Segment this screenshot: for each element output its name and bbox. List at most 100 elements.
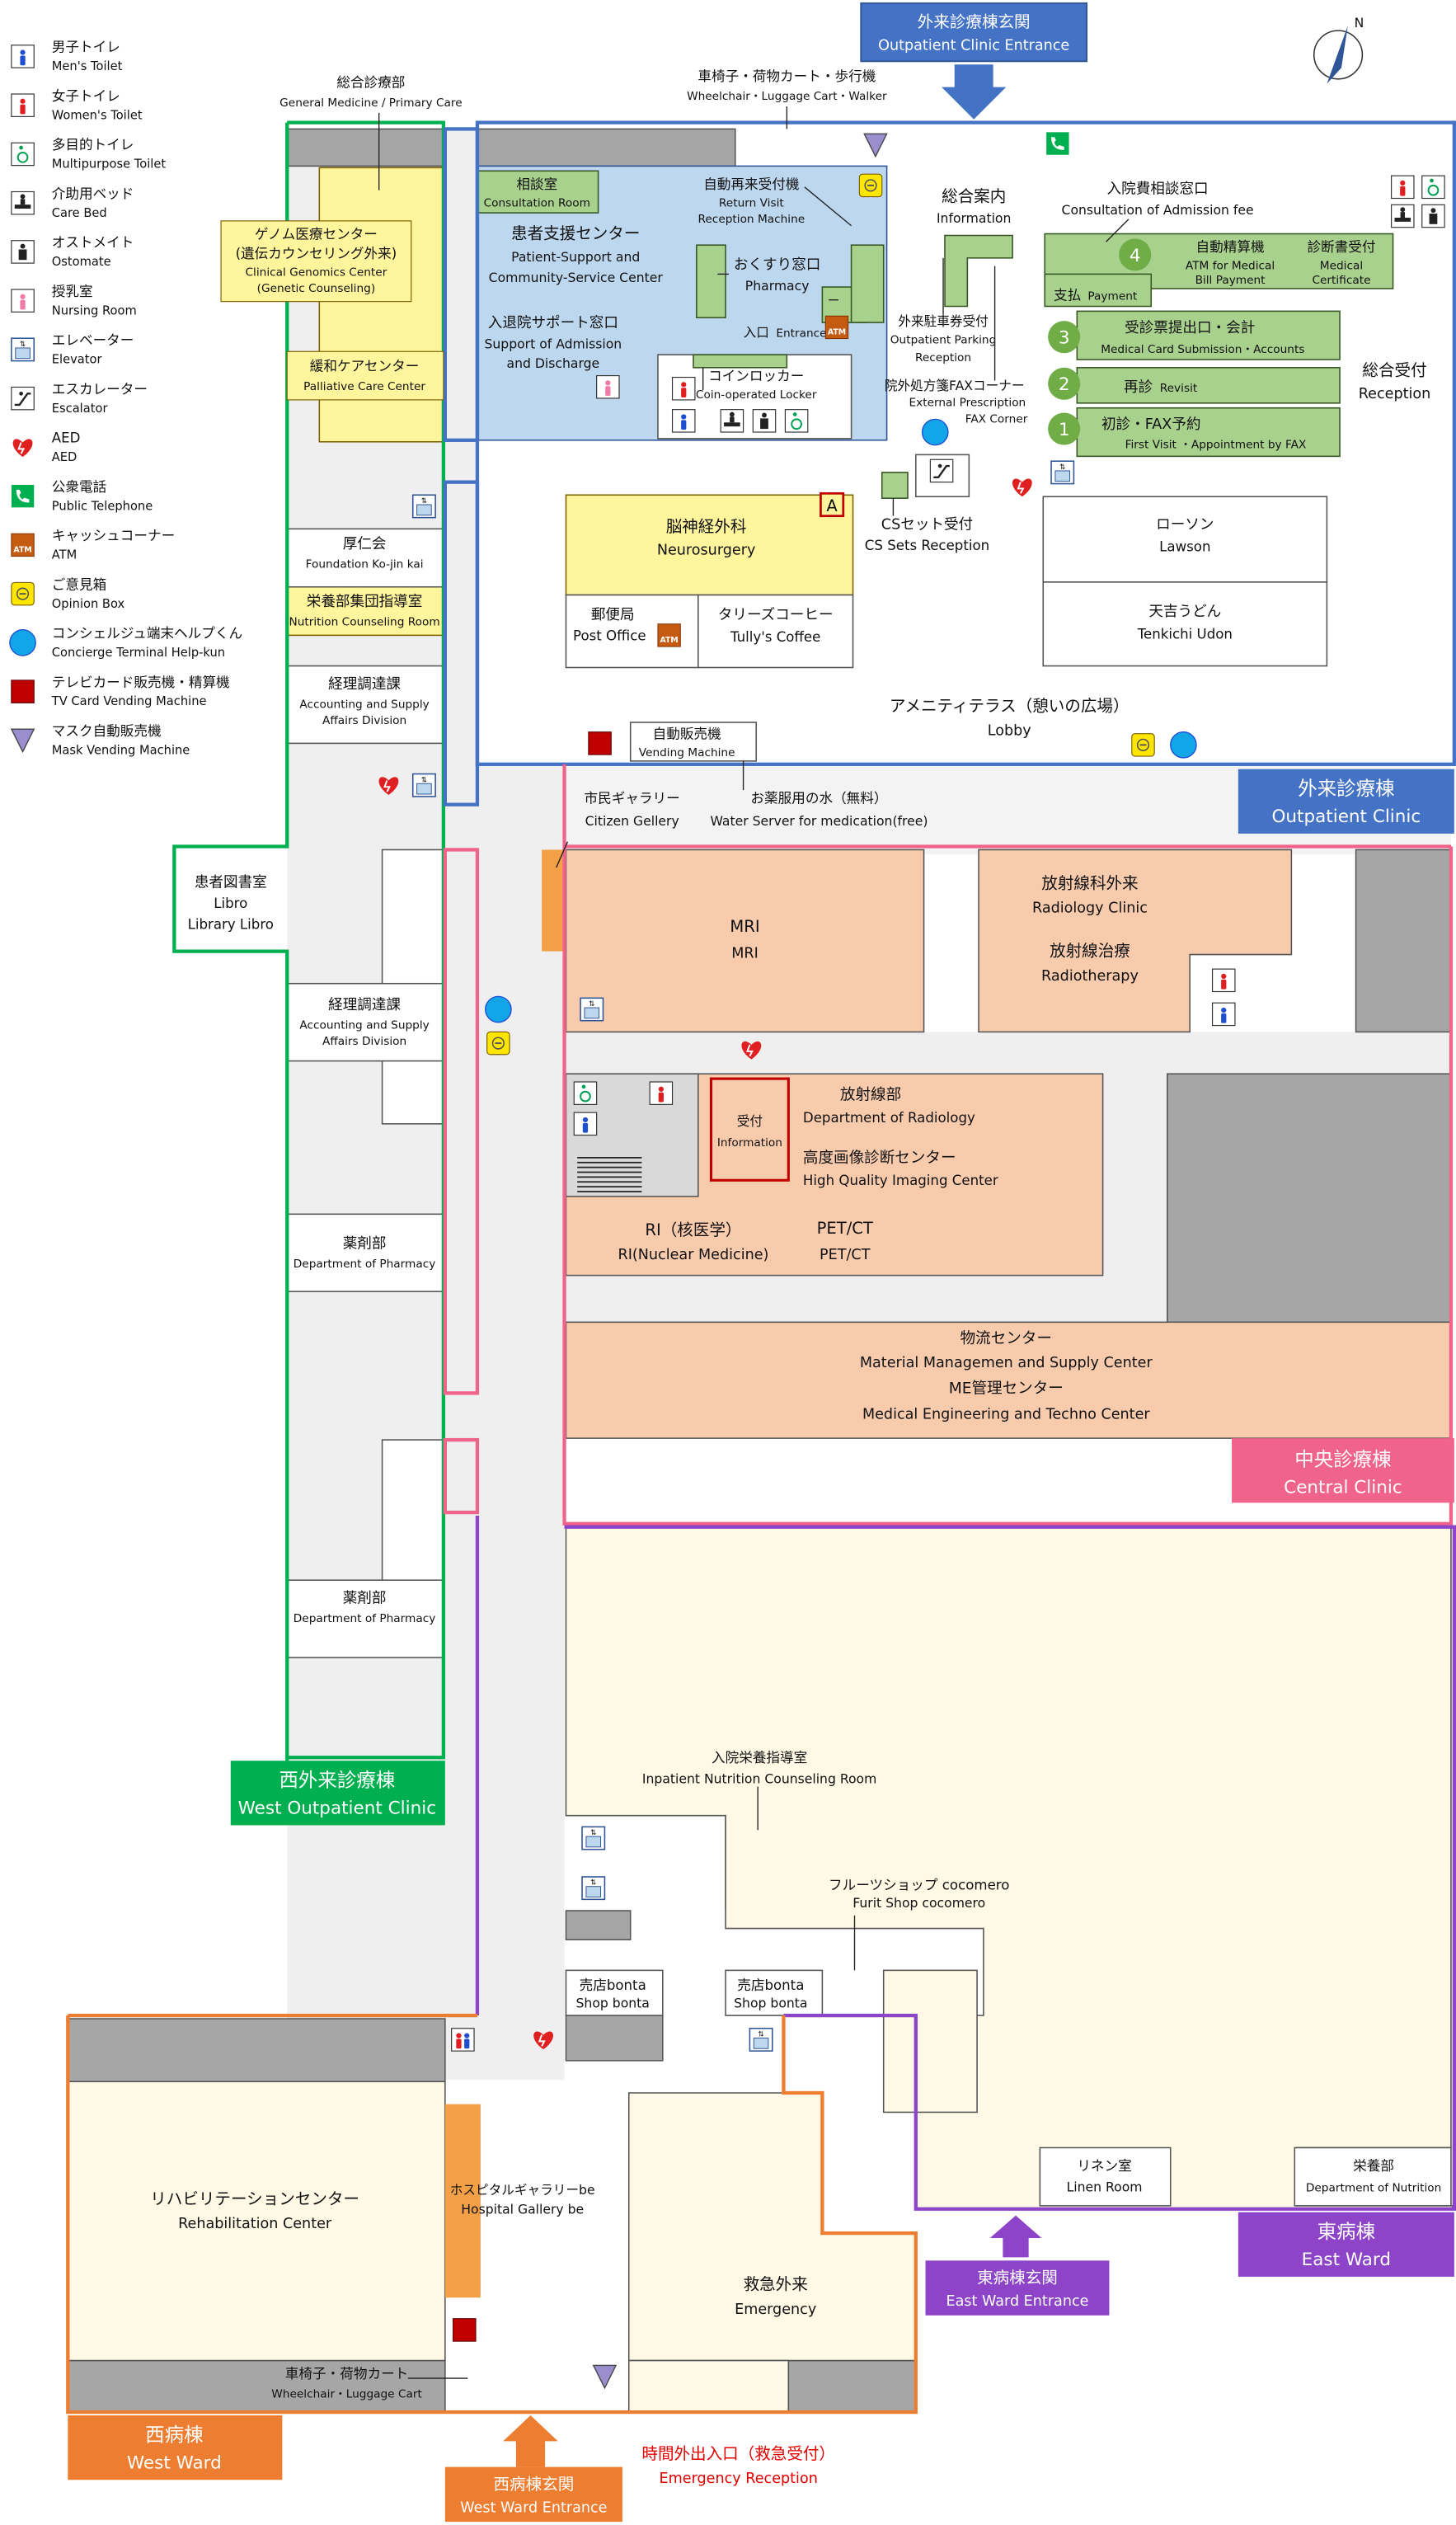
- svg-text:Department of Nutrition: Department of Nutrition: [1306, 2181, 1441, 2194]
- svg-text:Reception: Reception: [915, 351, 971, 364]
- telephone-icon: [1046, 132, 1069, 155]
- svg-text:Information: Information: [937, 210, 1011, 226]
- outpatient-clinic-label-en: Outpatient Clinic: [1272, 806, 1421, 827]
- svg-text:放射線科外来: 放射線科外来: [1041, 873, 1138, 892]
- svg-text:市民ギャラリー: 市民ギャラリー: [585, 791, 680, 806]
- elevator-icon: ⇅: [1050, 460, 1075, 485]
- legend-label-jp: AED: [52, 430, 81, 446]
- svg-text:RI（核医学）: RI（核医学）: [645, 1220, 741, 1239]
- legend-label-en: ATM: [52, 548, 77, 562]
- svg-text:First Visit ・Appointment by FA: First Visit ・Appointment by FAX: [1125, 439, 1307, 452]
- svg-text:Neurosurgery: Neurosurgery: [657, 543, 756, 559]
- svg-text:External Prescription: External Prescription: [909, 397, 1026, 410]
- counter-numbers: 4 3 2 1: [1059, 246, 1141, 440]
- east-ward-entrance-arrow-icon: [989, 2215, 1042, 2258]
- svg-text:ローソン: ローソン: [1156, 516, 1214, 533]
- west-ward-entrance-arrow-icon: [503, 2415, 558, 2467]
- svg-text:ゲノム医療センター: ゲノム医療センター: [255, 226, 378, 242]
- compass-needle-icon: [1327, 26, 1348, 84]
- svg-text:フルーツショップ cocomero: フルーツショップ cocomero: [829, 1878, 1009, 1893]
- svg-text:緩和ケアセンター: 緩和ケアセンター: [310, 359, 420, 374]
- svg-text:リハビリテーションセンター: リハビリテーションセンター: [150, 2189, 359, 2208]
- svg-text:相談室: 相談室: [516, 176, 557, 192]
- legend-label-en: Women's Toilet: [52, 108, 143, 122]
- svg-text:4: 4: [1130, 246, 1141, 266]
- svg-text:Tenkichi Udon: Tenkichi Udon: [1137, 626, 1233, 642]
- atm-icon: ATM: [824, 315, 849, 340]
- tv-card-vending-icon: [588, 731, 612, 755]
- atm-icon: ATM: [657, 623, 681, 647]
- svg-text:Radiology Clinic: Radiology Clinic: [1032, 900, 1148, 917]
- mask-vending-icon: [863, 133, 888, 158]
- svg-text:Pharmacy: Pharmacy: [745, 278, 810, 294]
- green-counters: [477, 170, 1394, 499]
- svg-text:総合診療部: 総合診療部: [336, 75, 405, 91]
- svg-text:救急外来: 救急外来: [744, 2275, 808, 2294]
- entrance-a-icon: A: [820, 491, 845, 518]
- aed-icon: [741, 1041, 762, 1060]
- svg-text:Affairs Division: Affairs Division: [322, 1035, 406, 1048]
- outline-corridor-pink1: [443, 848, 480, 1395]
- legend-label-en: Public Telephone: [52, 499, 153, 513]
- svg-text:車椅子・荷物カート・歩行機: 車椅子・荷物カート・歩行機: [697, 68, 876, 84]
- north-compass: N: [1313, 15, 1364, 84]
- svg-text:Citizen Gellery: Citizen Gellery: [585, 813, 679, 829]
- svg-text:⇅: ⇅: [421, 776, 427, 784]
- opinion-box-icon: [858, 173, 883, 198]
- outpatient-entrance[interactable]: 外来診療棟玄関 Outpatient Clinic Entrance: [860, 2, 1088, 120]
- svg-text:総合案内: 総合案内: [942, 186, 1006, 205]
- legend-label-en: Opinion Box: [52, 597, 125, 611]
- svg-text:診断書受付: 診断書受付: [1307, 239, 1375, 255]
- womens-toilet-icon: [1211, 968, 1236, 993]
- concierge-terminal-icon: [1170, 731, 1197, 759]
- svg-text:MRI: MRI: [731, 945, 759, 962]
- svg-text:薬剤部: 薬剤部: [343, 1235, 387, 1252]
- svg-text:アメニティテラス（憩いの広場）: アメニティテラス（憩いの広場）: [890, 696, 1130, 715]
- svg-text:Tully's Coffee: Tully's Coffee: [730, 629, 820, 645]
- elevator-icon: ⇅: [749, 2027, 773, 2052]
- svg-text:Outpatient Parking: Outpatient Parking: [890, 333, 996, 346]
- elevator-icon: ⇅: [411, 773, 436, 797]
- svg-text:RI(Nuclear Medicine): RI(Nuclear Medicine): [618, 1247, 769, 1263]
- multipurpose-toilet-icon: [784, 409, 809, 433]
- svg-text:ATM: ATM: [660, 636, 678, 645]
- west-outpatient-label-en: West Outpatient Clinic: [238, 1799, 436, 1819]
- care-bed-icon: [11, 190, 35, 215]
- legend-label-en: Care Bed: [52, 206, 107, 220]
- legend-label-jp: エレベーター: [52, 332, 134, 348]
- svg-text:and Discharge: and Discharge: [507, 355, 600, 371]
- elevator-icon: ⇅: [411, 494, 436, 519]
- svg-text:Radiotherapy: Radiotherapy: [1041, 968, 1139, 985]
- svg-text:Patient-Support and: Patient-Support and: [511, 249, 640, 265]
- west-ward-entrance[interactable]: 西病棟玄関 West Ward Entrance: [444, 2415, 622, 2523]
- east-ward-entrance[interactable]: 東病棟玄関 East Ward Entrance: [925, 2215, 1110, 2316]
- legend-label-jp: オストメイト: [52, 235, 134, 251]
- tv-card-vending-icon: [453, 2318, 477, 2342]
- svg-text:自動精算機: 自動精算機: [1196, 239, 1265, 255]
- legend-label-en: Ostomate: [52, 255, 111, 269]
- svg-text:支払: 支払: [1054, 288, 1081, 303]
- svg-text:入院栄養指導室: 入院栄養指導室: [712, 1750, 807, 1766]
- emergency-entrance[interactable]: 時間外出入口（救急受付） Emergency Reception: [641, 2444, 835, 2487]
- svg-text:薬剤部: 薬剤部: [343, 1591, 387, 1607]
- legend-label-en: Men's Toilet: [52, 59, 123, 73]
- svg-text:CSセット受付: CSセット受付: [881, 516, 973, 533]
- svg-text:Lobby: Lobby: [988, 723, 1031, 740]
- svg-text:入口: 入口: [744, 325, 769, 341]
- central-clinic-label-jp: 中央診療棟: [1294, 1447, 1391, 1470]
- legend-item: オストメイト Ostomate: [11, 235, 134, 269]
- svg-text:院外処方箋FAXコーナー: 院外処方箋FAXコーナー: [885, 378, 1025, 393]
- svg-text:Accounting and Supply: Accounting and Supply: [299, 1018, 429, 1032]
- legend-label-jp: コンシェルジュ端末ヘルプくん: [52, 626, 242, 642]
- radiology-information-box: [709, 1077, 790, 1182]
- svg-text:初診・FAX予約: 初診・FAX予約: [1101, 416, 1200, 433]
- multipurpose-toilet-icon: [1421, 175, 1445, 200]
- building-labels: 外来診療棟 Outpatient Clinic 中央診療棟 Central Cl…: [68, 769, 1454, 2480]
- east-ward-label-en: East Ward: [1302, 2250, 1391, 2270]
- svg-text:Wheelchair・Luggage Cart・Walker: Wheelchair・Luggage Cart・Walker: [687, 90, 887, 103]
- cream-rooms: [67, 1522, 1454, 2413]
- svg-text:Water Server for medication(fr: Water Server for medication(free): [710, 813, 928, 829]
